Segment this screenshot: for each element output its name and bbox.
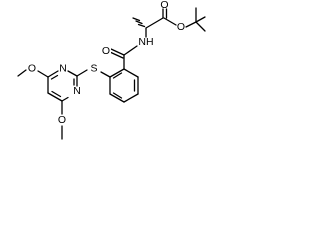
bond-s-to-pyrimidine: [76, 69, 88, 77]
benzene-ring: [109, 68, 139, 103]
stereo-dash-bond: [132, 17, 146, 28]
bond-ring-to-s: [100, 71, 111, 78]
atom-label-methoxy-o-top: O: [28, 62, 36, 74]
atom-label-amide-o: O: [102, 45, 110, 57]
bond-alpha-to-ester-c: [145, 17, 164, 29]
bond-ester-o-to-cq: [185, 21, 197, 28]
methoxy-top: [17, 69, 49, 78]
alanine-tert-butyl-ester-fragment: [132, 7, 206, 38]
bond-amide-carbonyl-1: [110, 48, 125, 56]
atom-label-pyrimidine-n-top: N: [59, 62, 67, 74]
bond-amide-carbonyl-2: [110, 51, 124, 59]
atom-label-thioether-s: S: [90, 62, 97, 74]
atom-label-ester-o: O: [177, 21, 185, 33]
atom-label-nh: NH: [138, 36, 153, 48]
bond-tbu-methyl-2: [195, 16, 206, 23]
structure-canvas: O O NH O S N N O O: [0, 0, 206, 155]
atom-label-methoxy-o-bottom: O: [58, 114, 66, 126]
atom-labels: O O NH O S N N O O: [28, 0, 185, 126]
amide-fragment: [110, 45, 138, 70]
bond-tbu-methyl-3: [195, 21, 206, 32]
atom-label-pyrimidine-n-bottom: N: [73, 85, 81, 97]
bond-nh-to-amide-c: [123, 45, 138, 56]
atom-label-ester-carbonyl-o: O: [160, 0, 168, 11]
bond-ester-c-to-o: [163, 17, 177, 26]
chemical-structure-diagram: O O NH O S N N O O: [17, 0, 206, 140]
thioether-bridge: [76, 69, 111, 78]
pyrimidine-ring: [47, 70, 78, 102]
